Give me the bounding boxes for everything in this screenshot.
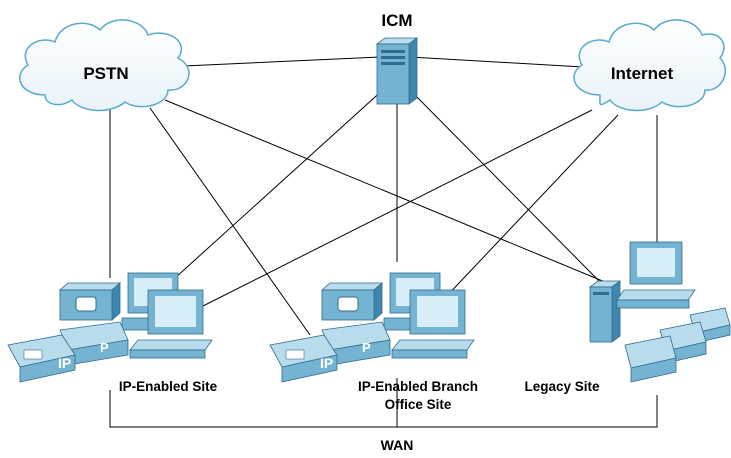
- branch-ip-phone-front-icon: IP: [269, 334, 338, 383]
- internet-cloud-icon: [573, 19, 726, 112]
- link-pstn-branch: [149, 107, 311, 336]
- branch-label-line1: IP-Enabled Branch: [358, 379, 478, 394]
- branch-label-line2: Office Site: [385, 397, 452, 412]
- ip-site-label: IP-Enabled Site: [119, 379, 218, 394]
- svg-text:IP: IP: [320, 355, 333, 371]
- branch-call-manager-icon: [320, 282, 384, 321]
- connection-lines: [109, 56, 658, 428]
- link-pstn-legacy: [164, 99, 606, 283]
- legacy-server-icon: [588, 280, 622, 343]
- link-internet-ipsite: [194, 109, 593, 311]
- legacy-site-devices-icon: [588, 241, 731, 383]
- pstn-cloud-icon: [18, 19, 190, 112]
- internet-label: Internet: [611, 64, 674, 83]
- link-internet-branch: [442, 114, 619, 301]
- icm-label: ICM: [381, 11, 412, 30]
- wan-link: [109, 390, 658, 428]
- wan-label: WAN: [381, 437, 414, 453]
- branch-workstation-front-icon: [391, 289, 475, 359]
- svg-text:P: P: [100, 340, 109, 355]
- legacy-phone-1-icon: [624, 335, 677, 383]
- svg-text:IP: IP: [58, 355, 71, 371]
- legacy-label: Legacy Site: [524, 379, 600, 394]
- svg-text:P: P: [362, 340, 371, 355]
- branch-site-devices-icon: P IP: [269, 272, 475, 383]
- legacy-workstation-icon: [616, 241, 696, 309]
- ip-phone-front-icon: IP: [7, 334, 76, 383]
- ip-site-devices-icon: P IP: [7, 272, 213, 383]
- call-manager-icon: [58, 282, 122, 321]
- link-icm-ipsite: [174, 87, 386, 279]
- icm-server-icon: [375, 37, 419, 105]
- link-icm-legacy: [409, 89, 601, 283]
- link-icm-internet: [409, 56, 584, 68]
- ip-phone-rear-icon: P: [59, 321, 129, 366]
- workstation-front-icon: [129, 289, 213, 359]
- pstn-label: PSTN: [83, 64, 128, 83]
